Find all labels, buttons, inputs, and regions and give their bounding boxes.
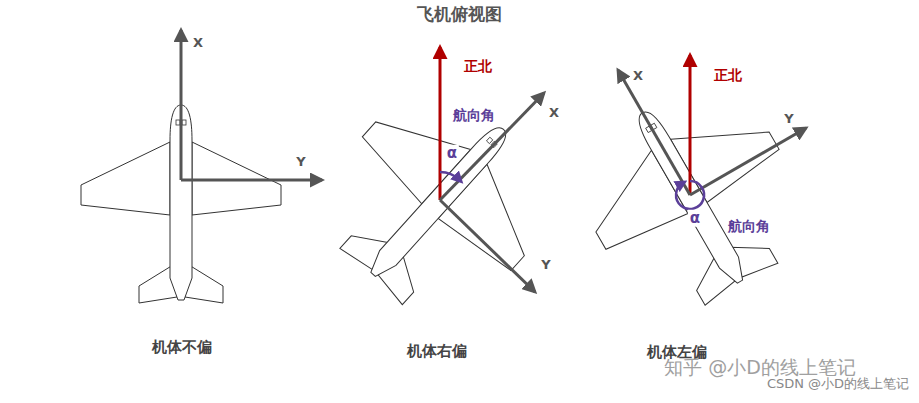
north-label: 正北: [714, 68, 742, 83]
alpha-label: α: [688, 210, 702, 227]
axis-label: X: [633, 69, 643, 83]
axis-label: Y: [541, 258, 550, 272]
diagram-title: 飞机俯视图: [417, 5, 502, 24]
y-axis: [690, 128, 806, 195]
alpha-label: α: [445, 145, 459, 162]
x-axis: [618, 70, 690, 195]
caption-label: 机体右偏: [407, 343, 467, 360]
heading-arc: [676, 181, 704, 209]
heading-label: 航向角: [726, 219, 772, 234]
airplane: [297, 62, 578, 343]
heading-label: 航向角: [451, 108, 497, 123]
x-axis: [440, 93, 544, 200]
axis-label: X: [193, 36, 203, 50]
axis-label: Y: [296, 155, 305, 169]
axis-label: X: [549, 106, 559, 120]
axis-label: Y: [784, 112, 793, 126]
north-label: 正北: [464, 59, 492, 74]
caption-label: 机体不偏: [152, 339, 212, 356]
y-axis: [440, 200, 535, 292]
watermark: CSDN @小D的线上笔记: [767, 377, 909, 391]
watermark: 知乎 @小D的线上笔记: [664, 357, 856, 378]
y-axis: [181, 179, 322, 182]
airplane: [556, 63, 828, 334]
north-arrow: [689, 55, 692, 195]
heading-arc: [440, 172, 460, 180]
x-axis: [180, 30, 183, 180]
north-arrow: [439, 47, 442, 200]
